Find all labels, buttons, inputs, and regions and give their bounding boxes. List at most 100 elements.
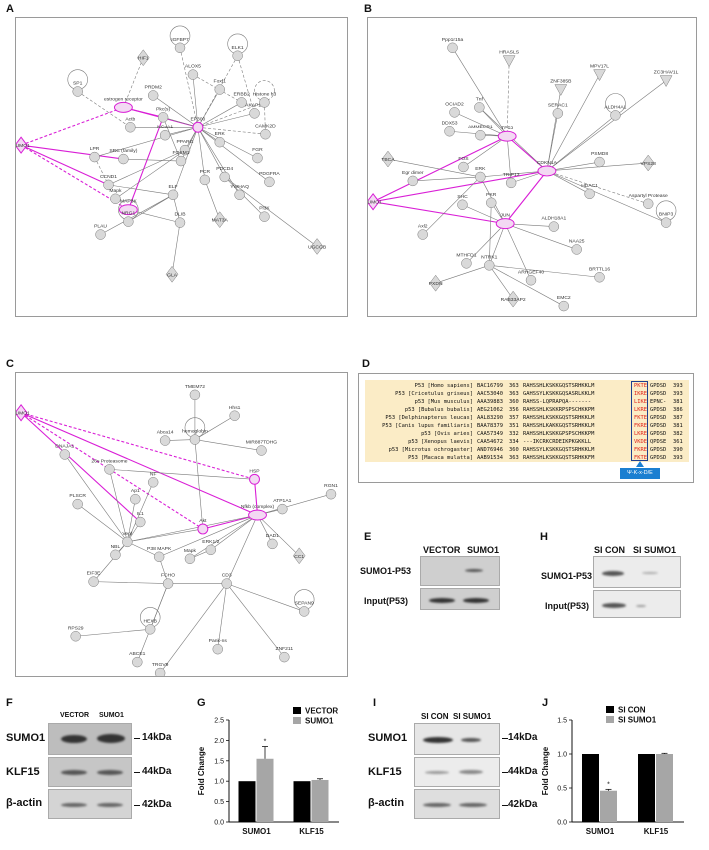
network-node	[147, 90, 159, 101]
motif-highlight-box	[631, 381, 648, 461]
alignment-seq-tail: GPDSD	[650, 415, 667, 421]
network-edge	[210, 514, 258, 551]
alignment-motif: VKDE	[634, 439, 647, 445]
alignment-start: 334	[509, 439, 519, 445]
network-node-label: PPARG	[176, 139, 193, 145]
blot-band	[459, 770, 483, 774]
panel-label-e: E	[364, 531, 372, 543]
network-edge	[93, 541, 128, 582]
network-node	[16, 136, 28, 154]
network-node	[221, 578, 232, 589]
network-node-label: PCR	[200, 169, 211, 175]
alignment-accession: AEG21062	[477, 407, 503, 413]
network-edge	[20, 412, 255, 480]
network-node	[157, 112, 169, 123]
significance-mark: *	[264, 739, 267, 746]
network-node-label: FOS	[458, 156, 469, 162]
network-edge	[20, 412, 141, 523]
network-node	[584, 188, 595, 200]
network-node-label: ZNF385B	[550, 79, 572, 85]
blot-band	[429, 598, 455, 603]
motif-arrow-icon	[636, 461, 644, 467]
network-node	[554, 84, 568, 96]
network-node	[457, 199, 468, 210]
network-node	[174, 217, 186, 228]
network-node-label: DNAJA1	[55, 444, 74, 450]
network-node	[267, 538, 278, 550]
network-node	[118, 153, 129, 165]
network-edge	[20, 144, 109, 186]
alignment-motif: LIKE	[634, 399, 647, 405]
network-edge	[21, 144, 124, 160]
network-node-label: LPR	[90, 146, 100, 152]
alignment-accession: AAL83290	[477, 415, 503, 421]
alignment-start: 356	[509, 407, 519, 413]
network-edge	[237, 55, 255, 114]
network-node-label: TBCA	[381, 157, 395, 163]
blot-band	[97, 734, 125, 743]
network-edge	[127, 528, 203, 543]
legend-swatch	[606, 716, 614, 723]
network-node	[184, 553, 196, 564]
network-edge	[463, 135, 508, 168]
network-node-label: IGFBP7	[171, 37, 189, 43]
panel-label-a: A	[6, 3, 14, 15]
network-node-label: TMEM72	[185, 384, 205, 390]
network-edge	[77, 91, 131, 128]
network-edge	[197, 127, 225, 178]
network-node	[153, 551, 165, 563]
network-edge	[192, 74, 199, 128]
blot-f-strip1	[48, 723, 132, 755]
network-edge	[257, 493, 332, 516]
panel-label-j: J	[542, 697, 549, 709]
alignment-seq: RAHSSHLKSKKGPSPSCHKKPM	[523, 431, 595, 437]
network-node	[506, 290, 520, 308]
network-node-label: MPV17L	[590, 64, 609, 70]
network-node	[571, 244, 582, 255]
network-node	[70, 631, 81, 642]
network-edge	[422, 176, 481, 235]
blot-e-lane2: SUMO1	[467, 545, 500, 555]
alignment-motif: PKTE	[634, 383, 647, 389]
network-edge	[194, 439, 262, 451]
network-node	[461, 258, 472, 269]
blot-i-lane2: SI SUMO1	[453, 712, 492, 721]
network-node-label: ELK1	[232, 45, 244, 51]
network-node	[189, 389, 201, 401]
blot-e-strip1	[420, 556, 500, 586]
alignment-seq: GAHSSYLKSKKGQSASRLKKLM	[523, 391, 595, 397]
network-node	[135, 516, 146, 528]
network-node	[234, 189, 245, 201]
blot-i-row3: β-actin	[368, 797, 405, 809]
alignment-species: P53 [Canis lupus familiaris]	[382, 423, 473, 429]
alignment-seq: ---IKCRKCRDEIKPKGKKLL	[523, 439, 592, 445]
network-edge	[197, 102, 265, 128]
network-edge	[123, 57, 144, 108]
network-node	[132, 656, 143, 668]
network-node-label: Mapk	[184, 548, 197, 554]
network-node	[429, 274, 442, 292]
network-node-label: MTHFD1	[456, 252, 476, 258]
blot-f-kda3: 42kDa	[142, 799, 172, 810]
network-node-label: ATP1A1	[273, 498, 291, 504]
network-node-label: TRGV9	[152, 662, 169, 668]
network-node	[660, 217, 672, 228]
network-edge	[204, 179, 221, 220]
y-tick-label: 1.0	[214, 779, 224, 786]
network-node	[187, 69, 199, 80]
blot-band	[461, 738, 481, 742]
alignment-accession: CAA54672	[477, 439, 503, 445]
blot-band	[602, 571, 624, 576]
network-node-label: ZNF211	[276, 646, 294, 652]
y-axis-label: Fold Change	[541, 746, 550, 795]
alignment-start: 351	[509, 423, 519, 429]
bar	[256, 758, 274, 822]
network-edge	[115, 149, 186, 200]
network-edge	[197, 89, 221, 128]
network-node	[104, 464, 115, 475]
blot-band	[602, 603, 626, 608]
network-edge	[488, 202, 492, 266]
